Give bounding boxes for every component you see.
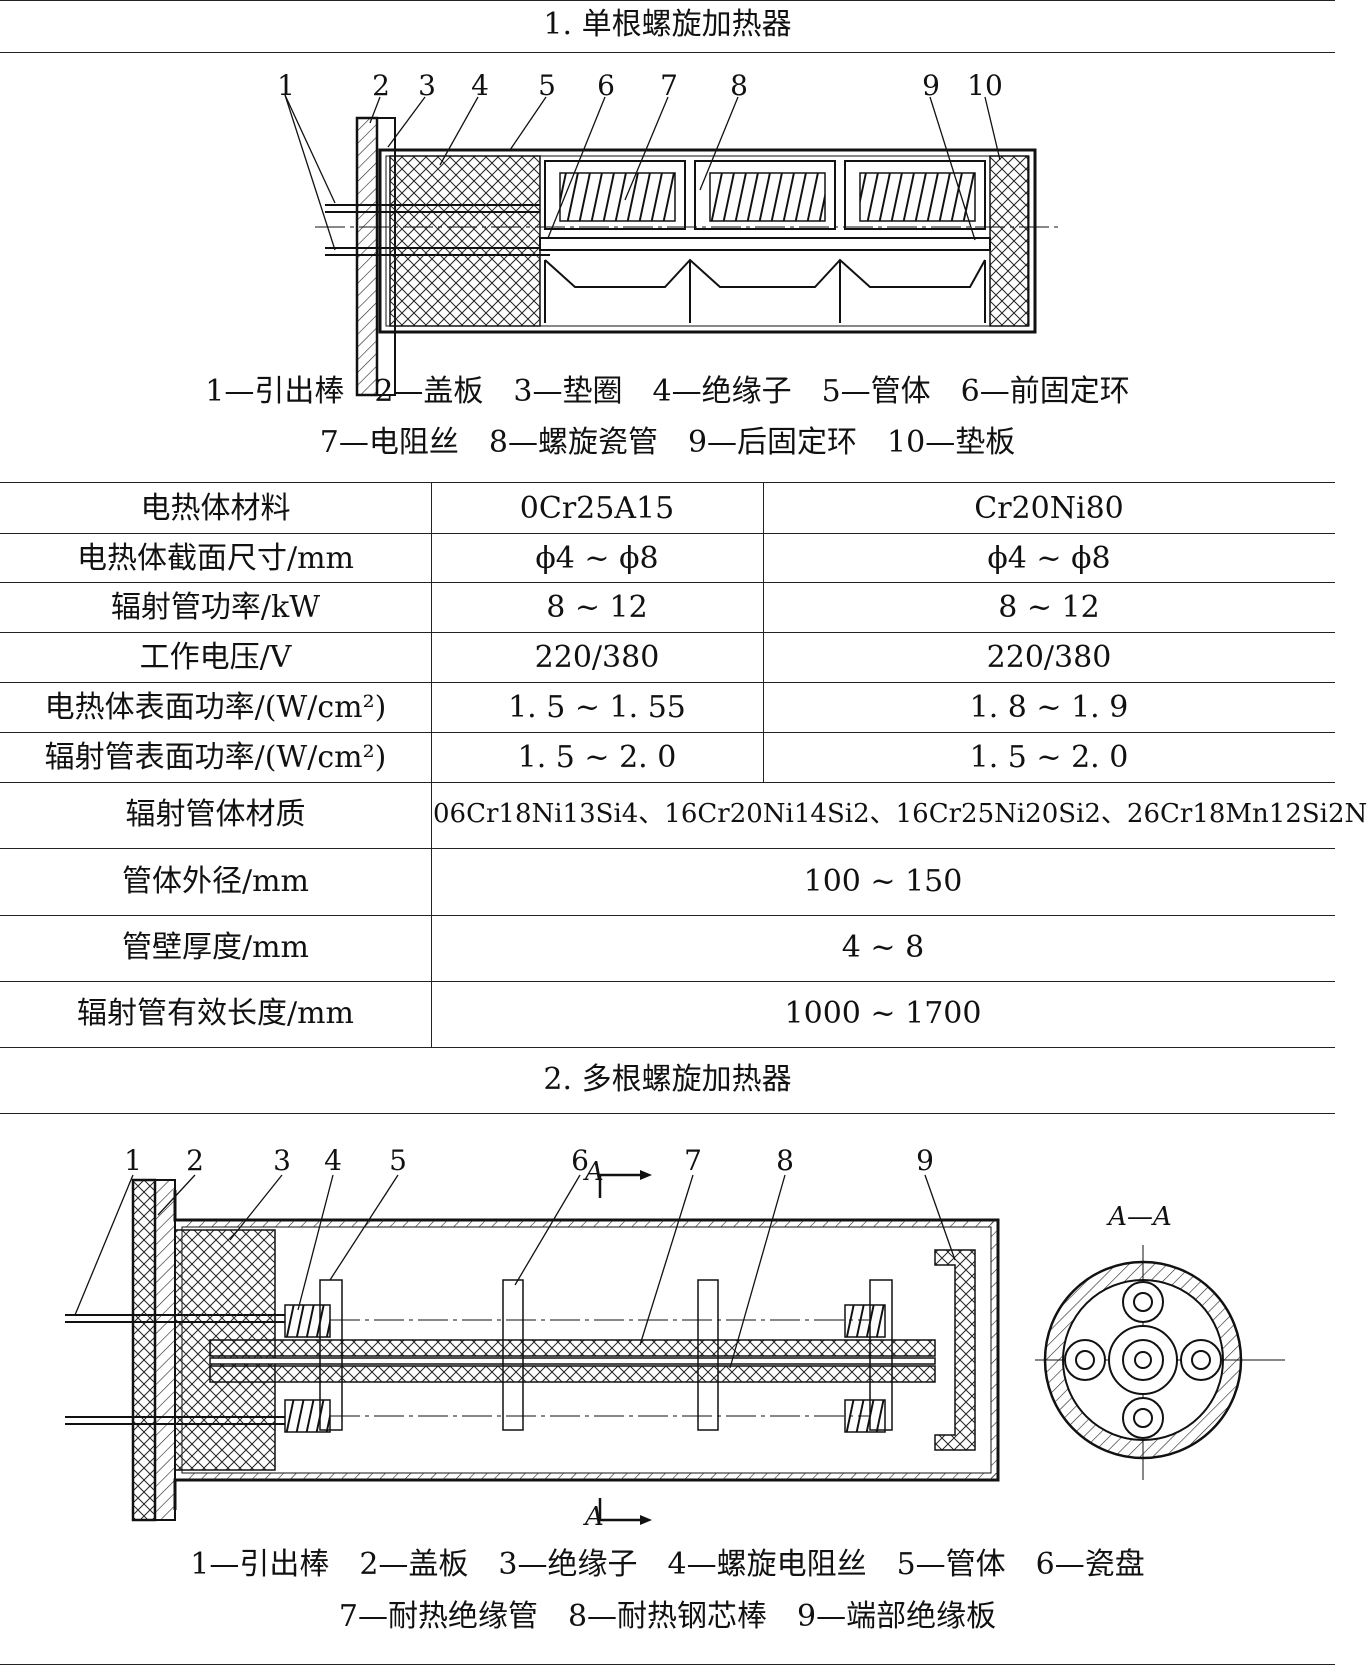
row-label: 电热体截面尺寸/mm <box>76 541 354 576</box>
rule-bottom <box>0 1664 1335 1665</box>
row-label: 电热体表面功率/(W/cm²) <box>44 690 387 725</box>
table-rule-0 <box>0 482 1335 483</box>
table-rule-10 <box>0 1047 1335 1048</box>
rule-section2-title <box>0 1113 1335 1114</box>
callout-1-9: 9 <box>922 69 940 102</box>
row-value-merged: 06Cr18Ni13Si4、16Cr20Ni14Si2、16Cr25Ni20Si… <box>433 799 1367 829</box>
figure-multi-spiral-heater: A A 1 2 3 4 5 6 7 8 9 A—A <box>65 1144 1285 1532</box>
callout-2-5: 5 <box>389 1144 407 1177</box>
row-label: 辐射管有效长度/mm <box>76 996 354 1031</box>
row-value-col1: 8 ~ 12 <box>546 590 648 625</box>
row-label: 电热体材料 <box>140 491 291 526</box>
callout-1-6: 6 <box>597 69 615 102</box>
row-value-col2: 8 ~ 12 <box>998 590 1100 625</box>
row-value-col1: 220/380 <box>534 640 660 675</box>
callout-1-2: 2 <box>372 69 390 102</box>
callout-1-1: 1 <box>277 69 295 102</box>
section-view-label: A—A <box>1106 1202 1172 1232</box>
rule-top <box>0 0 1335 1</box>
table-rule-8 <box>0 915 1335 916</box>
figure-single-spiral-heater: 1 2 3 4 5 6 7 8 9 10 <box>277 69 1062 397</box>
table-rule-1 <box>0 533 1335 534</box>
rule-section1-title <box>0 52 1335 53</box>
row-value-col2: Cr20Ni80 <box>974 491 1124 526</box>
section2-title: 2. 多根螺旋加热器 <box>543 1062 792 1097</box>
row-value-merged: 100 ~ 150 <box>803 864 963 899</box>
callout-2-4: 4 <box>324 1144 342 1177</box>
section1-legend-line1: 1—引出棒 2—盖板 3—垫圈 4—绝缘子 5—管体 6—前固定环 <box>205 374 1130 409</box>
callout-1-5: 5 <box>538 69 556 102</box>
section1-title: 1. 单根螺旋加热器 <box>543 7 792 42</box>
section-mark-bottom: A <box>583 1502 604 1532</box>
section-mark-top: A <box>583 1157 604 1187</box>
callout-1-8: 8 <box>730 69 748 102</box>
callout-1-4: 4 <box>471 69 489 102</box>
table-col-divider-2 <box>763 482 764 782</box>
table-col-divider-1 <box>431 482 432 1047</box>
row-label: 管体外径/mm <box>121 864 309 899</box>
row-label: 管壁厚度/mm <box>121 930 309 965</box>
row-value-col1: 1. 5 ~ 2. 0 <box>517 740 677 775</box>
section2-legend-line1: 1—引出棒 2—盖板 3—绝缘子 4—螺旋电阻丝 5—管体 6—瓷盘 <box>190 1547 1145 1582</box>
row-value-col2: 1. 5 ~ 2. 0 <box>969 740 1129 775</box>
callout-1-10: 10 <box>967 69 1003 102</box>
table-rule-6 <box>0 782 1335 783</box>
row-label: 辐射管功率/kW <box>110 590 321 625</box>
table-rule-4 <box>0 682 1335 683</box>
section1-legend-line2: 7—电阻丝 8—螺旋瓷管 9—后固定环 10—垫板 <box>319 425 1016 460</box>
row-value-col1: 0Cr25A15 <box>519 491 675 526</box>
table-rule-2 <box>0 582 1335 583</box>
callout-2-3: 3 <box>273 1144 291 1177</box>
table-rule-7 <box>0 848 1335 849</box>
table-rule-3 <box>0 632 1335 633</box>
callout-2-2: 2 <box>186 1144 204 1177</box>
row-value-col1: 1. 5 ~ 1. 55 <box>508 690 686 725</box>
callout-2-6: 6 <box>571 1144 589 1177</box>
row-value-col1: ϕ4 ~ ϕ8 <box>535 541 659 576</box>
callout-2-9: 9 <box>916 1144 934 1177</box>
row-label: 辐射管表面功率/(W/cm²) <box>44 740 387 775</box>
callout-1-7: 7 <box>660 69 678 102</box>
row-label: 辐射管体材质 <box>125 797 306 832</box>
row-value-merged: 4 ~ 8 <box>841 930 925 965</box>
row-value-col2: 220/380 <box>986 640 1112 675</box>
row-value-col2: 1. 8 ~ 1. 9 <box>969 690 1129 725</box>
callout-2-1: 1 <box>124 1144 142 1177</box>
table-rule-5 <box>0 732 1335 733</box>
table-rule-9 <box>0 981 1335 982</box>
callout-1-3: 3 <box>418 69 436 102</box>
row-value-merged: 1000 ~ 1700 <box>784 996 982 1031</box>
callout-2-7: 7 <box>684 1144 702 1177</box>
section2-legend-line2: 7—耐热绝缘管 8—耐热钢芯棒 9—端部绝缘板 <box>338 1599 997 1634</box>
row-value-col2: ϕ4 ~ ϕ8 <box>987 541 1111 576</box>
row-label: 工作电压/V <box>139 640 292 675</box>
callout-2-8: 8 <box>776 1144 794 1177</box>
